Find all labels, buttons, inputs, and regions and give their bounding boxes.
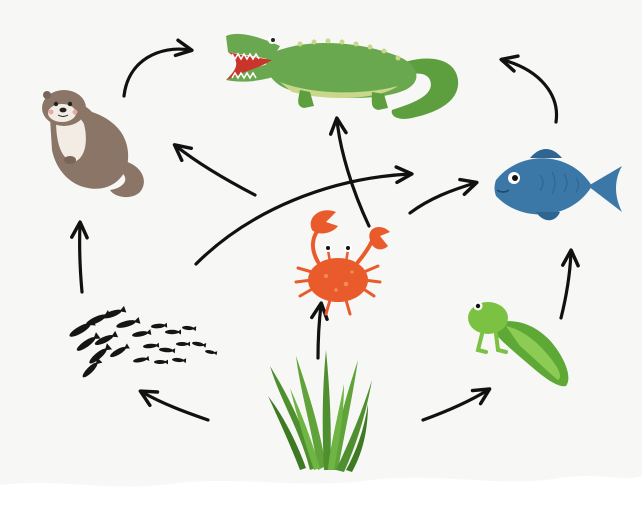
food-web-diagram	[0, 0, 642, 508]
